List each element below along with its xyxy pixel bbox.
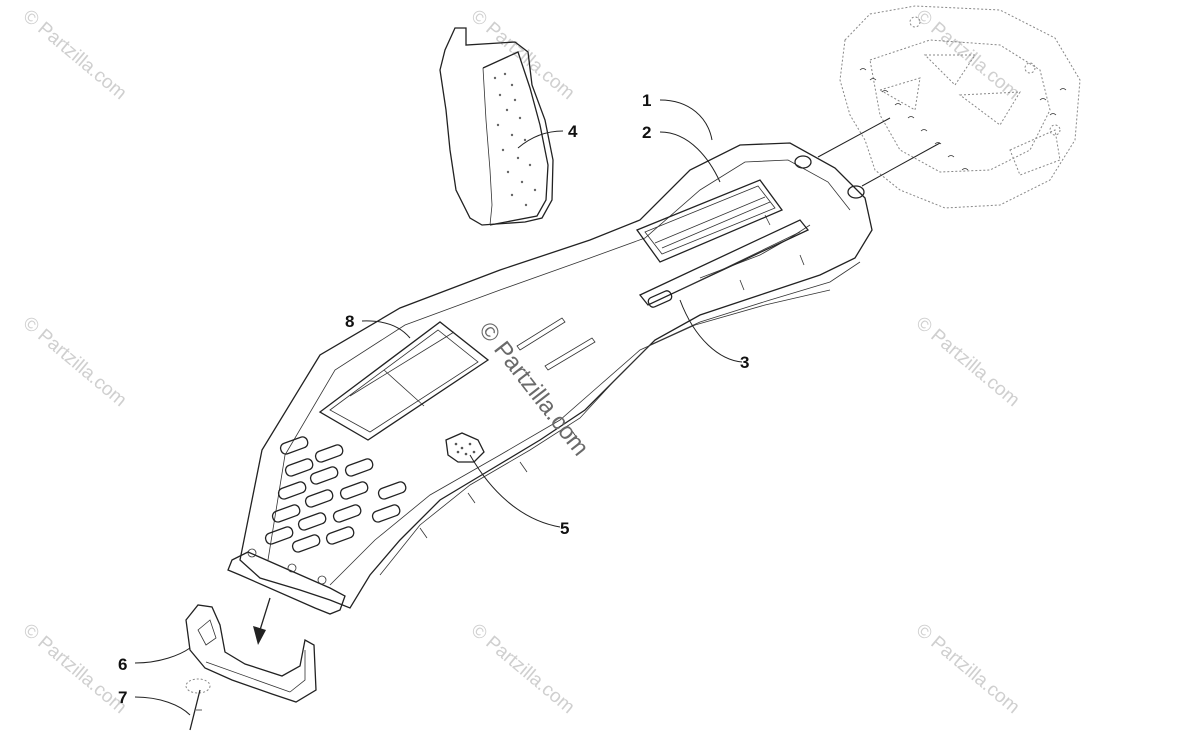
bracket-6 [185,604,317,703]
callout-7: 7 [118,688,127,707]
callout-5: 5 [560,519,569,538]
callout-6: 6 [118,655,127,674]
callout-labels: 1 2 3 4 5 6 7 8 [118,91,749,707]
foam-pad-5 [445,432,485,463]
logo-decal-3 [638,219,810,308]
fastener-7 [185,678,211,731]
vent-slots [264,436,407,553]
callout-1: 1 [642,91,651,110]
watermark: © Partzilla.com [19,6,131,104]
callout-8: 8 [345,312,354,331]
foam-pad-4 [439,27,554,226]
caution-decal-8 [318,321,490,441]
assembly-line [861,142,941,187]
leader-lines [134,99,743,716]
watermark: © Partzilla.com [467,6,579,104]
center-watermark: © Partzilla.com [473,317,594,461]
watermark: © Partzilla.com [912,6,1024,104]
skid-plate [227,142,873,615]
watermark: © Partzilla.com [19,313,131,411]
watermark: © Partzilla.com [912,620,1024,718]
watermark: © Partzilla.com [19,620,131,718]
watermark: © Partzilla.com [467,620,579,718]
watermark: © Partzilla.com [912,313,1024,411]
callout-2: 2 [642,123,651,142]
engine-block-ghost [839,5,1081,209]
assembly-arrow [253,597,271,645]
callout-4: 4 [568,122,578,141]
callout-3: 3 [740,353,749,372]
assembly-line [817,117,891,158]
warning-decal-2 [635,179,784,263]
